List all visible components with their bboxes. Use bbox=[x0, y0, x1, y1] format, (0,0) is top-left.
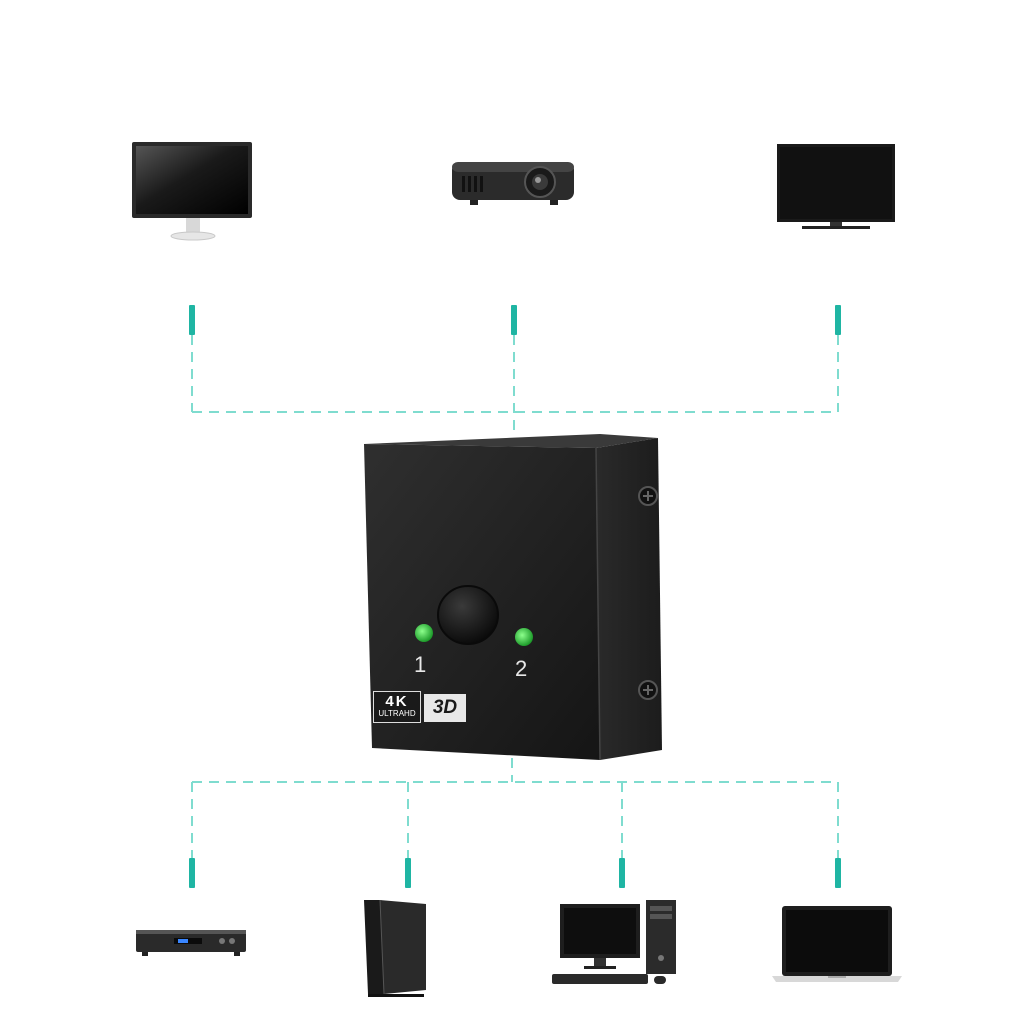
led-1-indicator bbox=[415, 624, 433, 642]
badge-4k-sub: ULTRAHD bbox=[378, 709, 416, 718]
select-button[interactable] bbox=[436, 583, 500, 645]
tv-icon bbox=[776, 143, 896, 231]
led-2-indicator bbox=[515, 628, 533, 646]
game-console-icon bbox=[360, 898, 432, 998]
port-2-label: 2 bbox=[515, 656, 528, 681]
projector-icon bbox=[450, 154, 578, 208]
desktop-pc-icon bbox=[550, 898, 684, 990]
badge-4k-main: 4K bbox=[385, 693, 409, 710]
media-player-icon bbox=[134, 926, 248, 960]
badge-3d: 3D bbox=[424, 694, 466, 722]
laptop-icon bbox=[772, 904, 902, 984]
monitor-icon bbox=[130, 140, 254, 242]
badge-4k: 4K ULTRAHD bbox=[373, 691, 421, 723]
port-1-label: 1 bbox=[414, 652, 427, 677]
